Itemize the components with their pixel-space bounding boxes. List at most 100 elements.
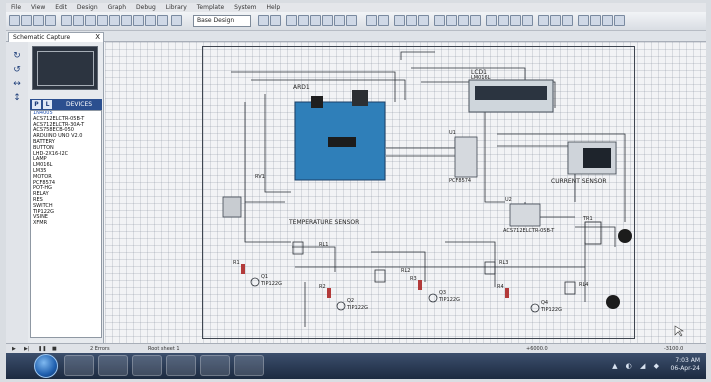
list-item[interactable]: 1N4005 [33,110,53,116]
menu-help[interactable]: Help [266,4,281,11]
system-tray-icons[interactable]: ▲ ◐ ◢ ◆ [612,362,662,370]
refresh-icon[interactable] [258,15,269,26]
pause-icon[interactable]: ❚❚ [38,346,47,352]
start-button[interactable] [34,354,58,378]
list-item[interactable]: LHD-2X16-I2C [33,150,69,157]
stop-icon[interactable]: ■ [52,346,57,352]
pcf8574-ic[interactable] [454,136,478,178]
step-icon[interactable]: ▶| [24,346,30,352]
new-file-icon[interactable] [9,15,20,26]
pick-device-icon[interactable] [486,15,497,26]
menu-graph[interactable]: Graph [107,4,127,11]
proteus-taskbar-icon[interactable] [132,355,162,376]
home-icon[interactable] [61,15,72,26]
property-tool-icon[interactable] [562,15,573,26]
copy-icon[interactable] [406,15,417,26]
motor-icon[interactable] [606,295,620,309]
menu-system[interactable]: System [234,4,257,11]
schematic-icon[interactable] [73,15,84,26]
search-icon[interactable] [550,15,561,26]
play-icon[interactable]: ▶ [12,346,16,352]
block-rotate-icon[interactable] [458,15,469,26]
temperature-sensor-box[interactable] [222,196,242,218]
new-sheet-icon[interactable] [590,15,601,26]
bom-icon[interactable] [121,15,132,26]
remove-sheet-icon[interactable] [602,15,613,26]
current-sensor-ic[interactable] [509,203,541,227]
list-item[interactable]: TIP122G [33,208,54,215]
app-taskbar-icon[interactable] [200,355,230,376]
library-icon[interactable] [157,15,168,26]
list-item[interactable]: MOTOR [33,173,52,180]
menu-view[interactable]: View [31,4,46,11]
list-item[interactable]: ACS712ELCTR-30A-T [33,121,85,128]
rotate-ccw-icon[interactable]: ↺ [13,65,21,75]
list-item[interactable]: VSINE [33,214,48,221]
browser-taskbar-icon[interactable] [64,355,94,376]
library-manager-button[interactable]: L [43,100,52,109]
block-copy-icon[interactable] [434,15,445,26]
word-taskbar-icon[interactable] [166,355,196,376]
menu-file[interactable]: File [11,4,22,11]
pick-devices-button[interactable]: P [32,100,41,109]
list-item[interactable]: LM35 [33,167,47,174]
wire-autorouter-icon[interactable] [538,15,549,26]
pcb-icon[interactable] [85,15,96,26]
close-icon[interactable]: X [95,33,100,41]
origin-icon[interactable] [286,15,297,26]
menu-template[interactable]: Template [196,4,225,11]
help-icon[interactable] [171,15,182,26]
open-file-icon[interactable] [21,15,32,26]
design-explorer-icon[interactable] [578,15,589,26]
rotate-cw-icon[interactable]: ↻ [13,51,21,61]
zoom-area-icon[interactable] [346,15,357,26]
list-item[interactable]: ACS758ECB-050 [33,127,74,134]
menu-debug[interactable]: Debug [136,4,156,11]
list-item[interactable]: BUTTON [33,144,54,151]
list-item[interactable]: RES [33,196,43,203]
error-count[interactable]: 2 Errors [90,346,110,352]
list-item[interactable]: SWITCH [33,202,53,209]
cut-icon[interactable] [394,15,405,26]
list-item[interactable]: LM016L [33,162,53,169]
list-item[interactable]: BATTERY [33,138,55,145]
overview-window[interactable] [32,46,98,90]
menu-design[interactable]: Design [76,4,98,11]
save-icon[interactable] [33,15,44,26]
zoom-in-icon[interactable] [310,15,321,26]
list-item[interactable]: RELAY [33,191,49,198]
schematic-canvas[interactable]: ARD1 LCD1 LM016L U1 PCF8574 TEMPERATURE … [105,42,706,343]
center-icon[interactable] [298,15,309,26]
decompose-icon[interactable] [522,15,533,26]
mirror-y-icon[interactable]: ↕ [13,93,21,103]
list-item[interactable]: LAMP [33,156,47,163]
mirror-x-icon[interactable]: ↔ [13,79,21,89]
netlist-to-ares-icon[interactable] [614,15,625,26]
grid-icon[interactable] [270,15,281,26]
paste-icon[interactable] [418,15,429,26]
list-item[interactable]: XFMR [33,220,48,227]
gerber-icon[interactable] [109,15,120,26]
app-taskbar-icon[interactable] [234,355,264,376]
packaging-tool-icon[interactable] [510,15,521,26]
design-combo[interactable]: Base Design [193,15,251,27]
clock[interactable]: 7:03 AM 06-Apr-24 [671,357,700,373]
import-icon[interactable] [45,15,56,26]
zoom-all-icon[interactable] [334,15,345,26]
list-item[interactable]: ACS712ELCTR-05B-T [33,115,85,122]
zoom-out-icon[interactable] [322,15,333,26]
list-item[interactable]: PCF8574 [33,179,56,186]
netlist-icon[interactable] [145,15,156,26]
menu-edit[interactable]: Edit [55,4,67,11]
make-device-icon[interactable] [498,15,509,26]
list-item[interactable]: POT-HG [33,185,52,192]
motor-icon[interactable] [618,229,632,243]
redo-icon[interactable] [378,15,389,26]
tab-schematic-capture[interactable]: Schematic Capture X [8,32,104,42]
transformer[interactable] [584,221,602,245]
explorer-taskbar-icon[interactable] [98,355,128,376]
menu-library[interactable]: Library [165,4,187,11]
block-move-icon[interactable] [446,15,457,26]
3d-view-icon[interactable] [97,15,108,26]
list-item[interactable]: ARDUINO UNO V2.0 [33,133,83,140]
